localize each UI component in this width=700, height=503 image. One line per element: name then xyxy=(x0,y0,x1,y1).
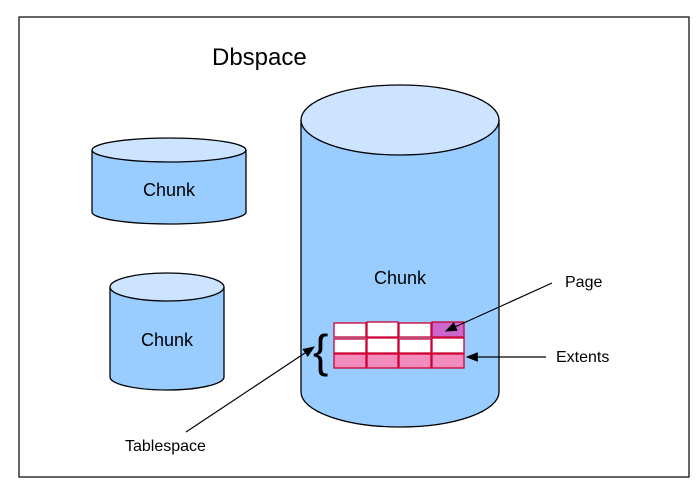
chunk-label: Chunk xyxy=(141,330,194,350)
tablespace-brace: { xyxy=(313,325,328,377)
chunk-cylinder-large: Chunk xyxy=(300,84,500,428)
chunk-cylinder-small-top: Chunk xyxy=(91,137,247,225)
dbspace-title: Dbspace xyxy=(212,44,307,71)
page-callout-label: Page xyxy=(565,274,602,291)
page-cell xyxy=(398,322,432,338)
extent-cell xyxy=(366,353,399,369)
extent-cell xyxy=(333,353,367,369)
chunk-label: Chunk xyxy=(374,268,427,288)
tablespace-arrow xyxy=(185,346,315,433)
page-cell xyxy=(366,337,399,354)
page-cell xyxy=(366,321,399,338)
chunk-cylinder-small-bottom: Chunk xyxy=(109,272,225,391)
page-cell xyxy=(333,322,367,338)
chunk-label: Chunk xyxy=(143,180,196,200)
extents-callout-label: Extents xyxy=(556,349,609,366)
tablespace-callout-label: Tablespace xyxy=(125,438,206,455)
page-cell xyxy=(398,338,432,354)
extent-cell xyxy=(431,353,465,369)
page-arrow xyxy=(444,282,553,332)
extent-cell xyxy=(398,353,432,369)
page-cell xyxy=(431,337,465,354)
page-grid xyxy=(333,321,465,369)
page-cell xyxy=(333,338,367,354)
